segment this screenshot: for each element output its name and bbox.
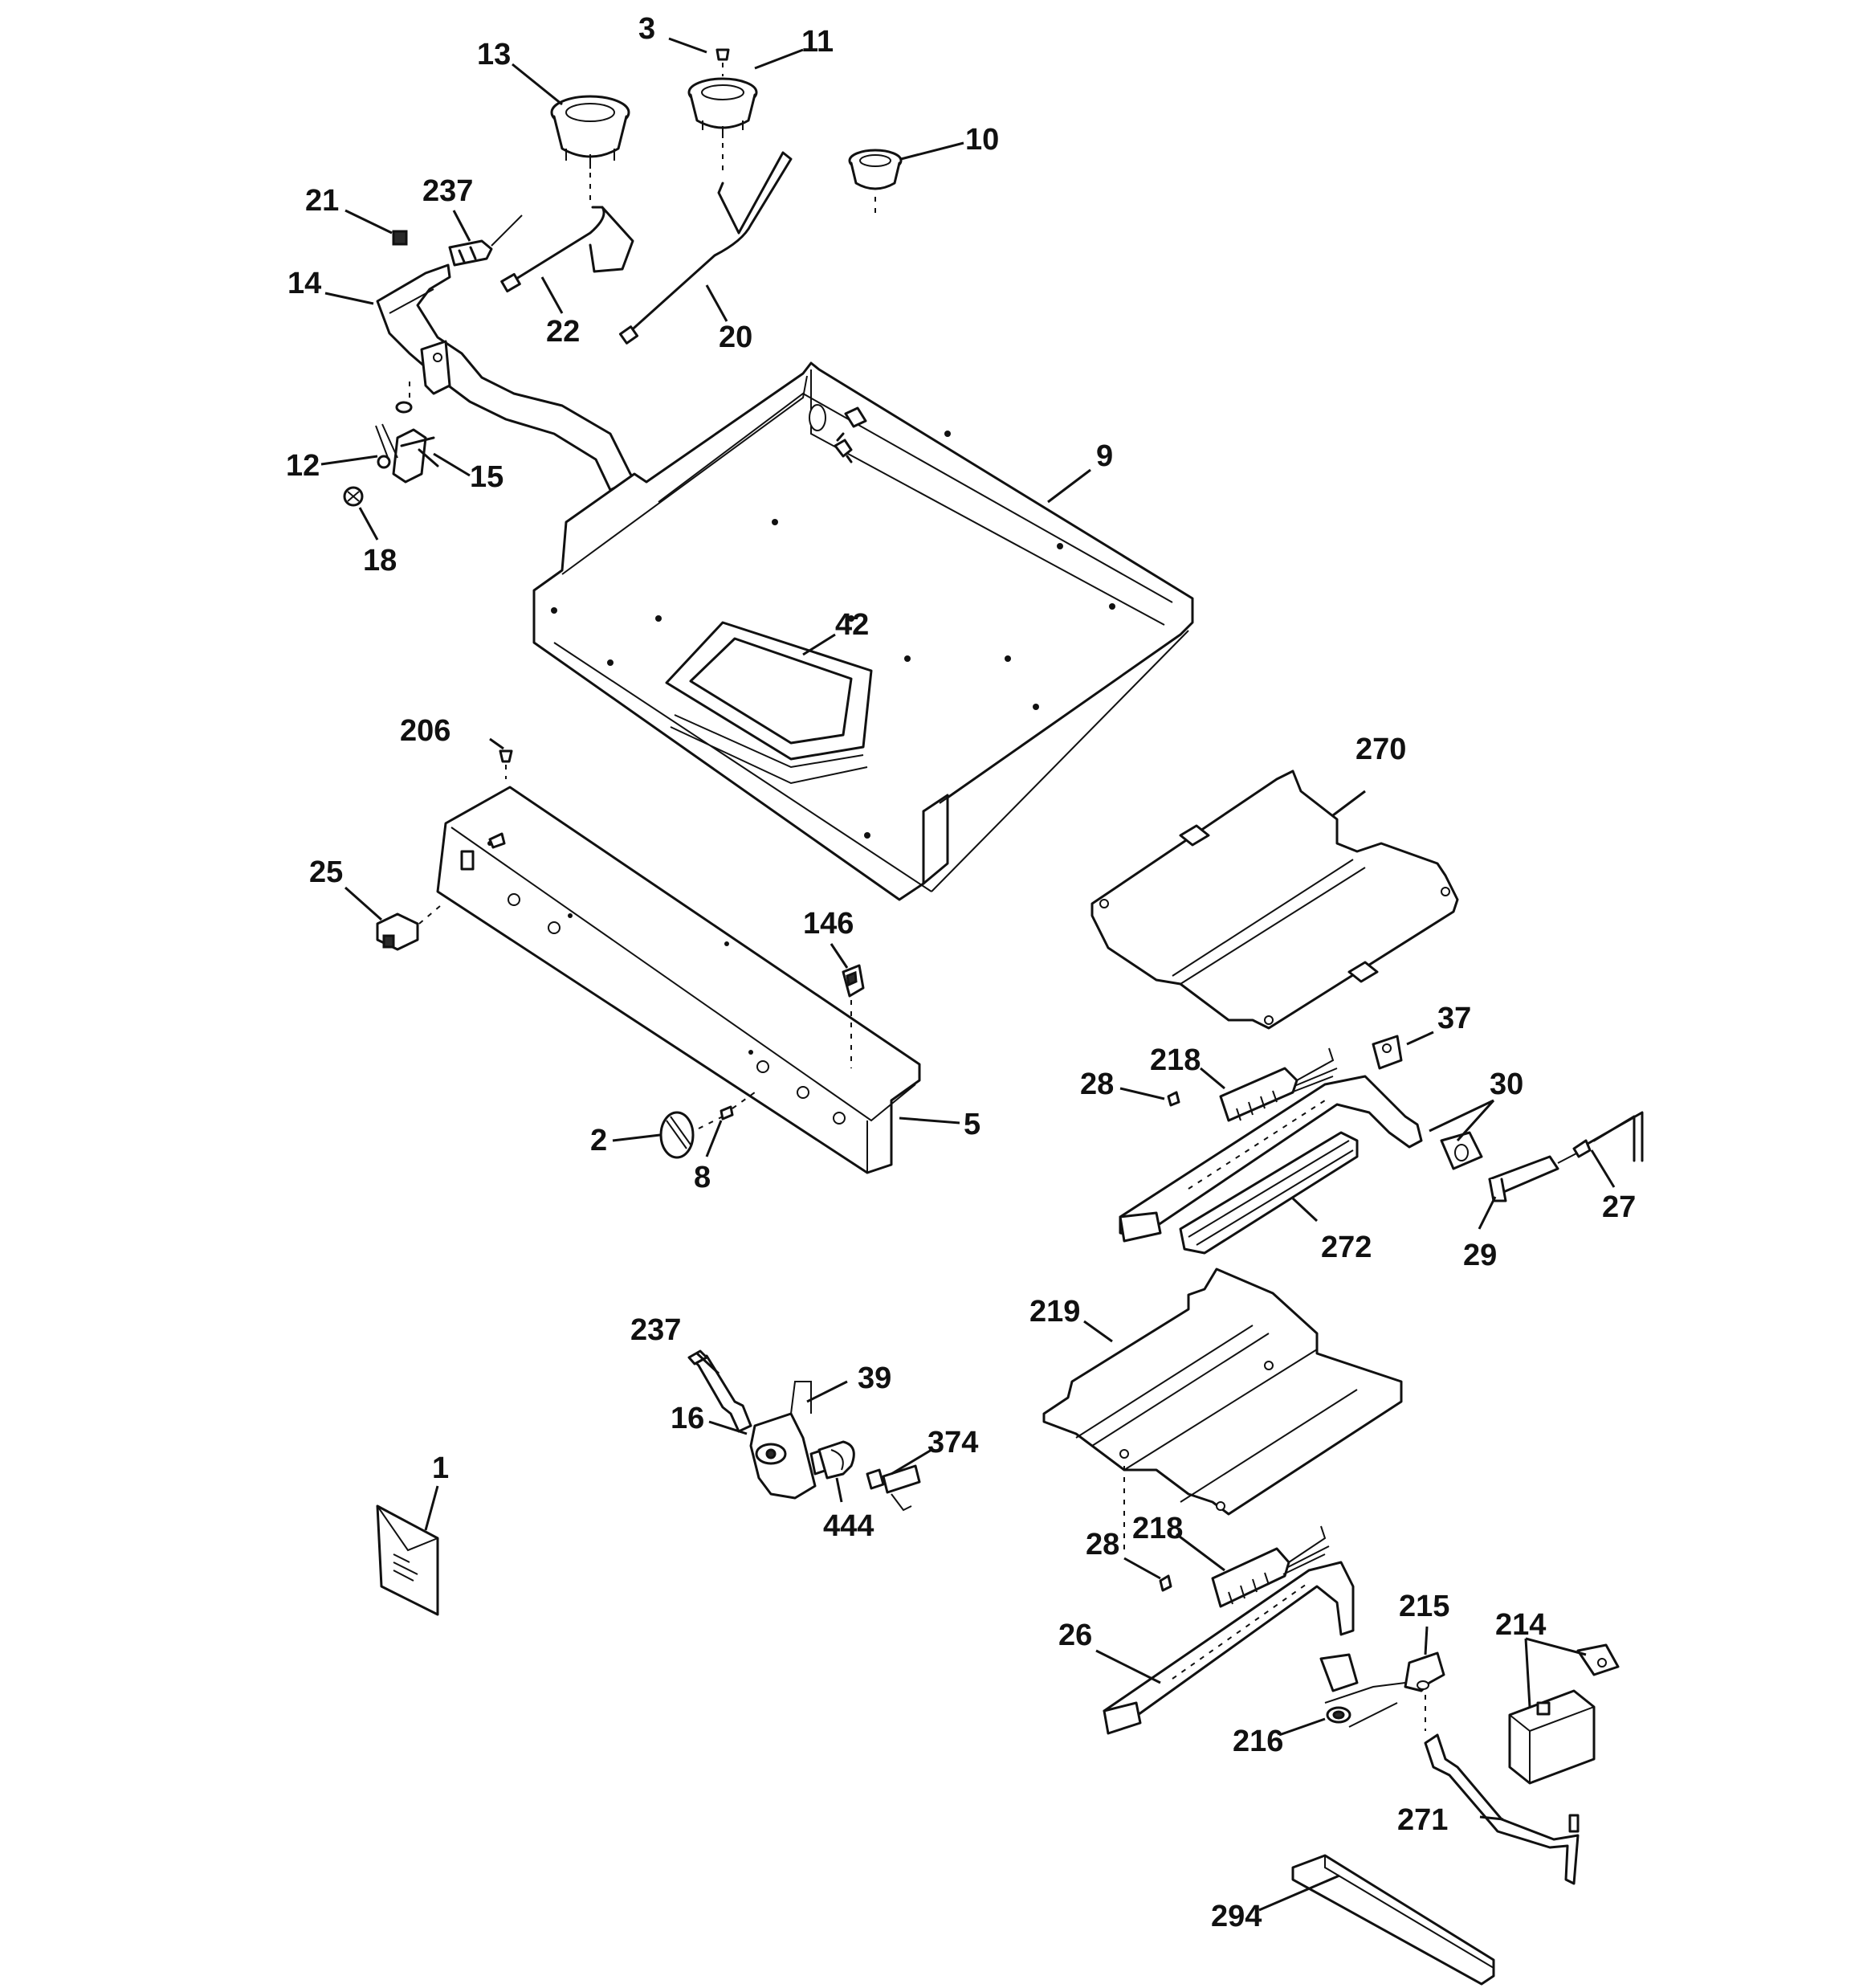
leader-lines [320, 37, 1616, 1912]
callout-218-upper: 218 [1150, 1043, 1201, 1077]
callout-20: 20 [719, 320, 752, 354]
callout-215: 215 [1399, 1590, 1449, 1623]
burner-tube-22 [500, 206, 634, 293]
callout-11: 11 [801, 25, 834, 59]
bracket-216 [1319, 1653, 1359, 1724]
callout-18: 18 [363, 544, 397, 578]
callout-146: 146 [803, 907, 854, 941]
knob-2 [659, 1111, 724, 1159]
callout-39: 39 [858, 1361, 891, 1395]
callout-214: 214 [1495, 1608, 1546, 1642]
owners-manual-1 [376, 1504, 439, 1616]
callout-216: 216 [1233, 1725, 1283, 1758]
screw-28-upper [1167, 1091, 1180, 1107]
burner-head-13 [550, 95, 630, 201]
flame-spreader-272 [1179, 1131, 1359, 1255]
callout-374: 374 [927, 1426, 978, 1459]
regulator-39 [749, 1381, 841, 1500]
callout-28-lower: 28 [1086, 1528, 1119, 1561]
callout-26: 26 [1058, 1619, 1092, 1652]
callout-5: 5 [964, 1108, 980, 1141]
callout-42: 42 [835, 608, 869, 642]
callout-15: 15 [470, 460, 503, 494]
fitting-374 [866, 1464, 921, 1512]
callout-25: 25 [309, 855, 343, 889]
screw-28-lower [1159, 1574, 1172, 1592]
clip-146 [842, 964, 865, 1068]
callout-206: 206 [400, 714, 450, 748]
callout-16: 16 [671, 1402, 704, 1435]
callout-8: 8 [694, 1161, 711, 1194]
safety-valve-214 [1508, 1643, 1620, 1785]
callout-444: 444 [823, 1509, 874, 1543]
callout-13: 13 [477, 38, 511, 71]
elbow-444 [817, 1440, 855, 1480]
callout-22: 22 [546, 315, 580, 349]
callout-270: 270 [1355, 733, 1406, 766]
fitting-237-lower [687, 1349, 752, 1433]
callout-37: 37 [1437, 1002, 1471, 1035]
callout-29: 29 [1463, 1239, 1497, 1272]
cooktop-frame-9 [532, 361, 1194, 901]
callout-219: 219 [1029, 1295, 1080, 1329]
callout-21: 21 [305, 184, 339, 218]
callout-218-lower: 218 [1132, 1512, 1183, 1545]
callout-3: 3 [638, 12, 655, 46]
orifice-fitting-237-top [448, 214, 523, 267]
callout-27: 27 [1602, 1190, 1636, 1224]
callout-237-top: 237 [422, 174, 473, 208]
bracket-215 [1324, 1651, 1445, 1731]
heat-shield-270 [1090, 769, 1459, 1030]
callout-10: 10 [965, 123, 999, 157]
callout-294: 294 [1211, 1900, 1262, 1933]
heat-shield-219 [1042, 1268, 1403, 1550]
burner-head-11 [687, 77, 758, 173]
burner-head-10 [848, 149, 903, 217]
callout-30: 30 [1490, 1067, 1523, 1101]
burner-tube-20 [618, 151, 793, 345]
callout-272: 272 [1321, 1231, 1372, 1264]
callout-9: 9 [1096, 439, 1113, 473]
broil-burner-26 [1103, 1561, 1355, 1735]
tube-27 [1572, 1111, 1644, 1162]
callout-labels: 3 11 13 10 21 237 14 22 20 9 12 15 18 42… [286, 12, 1636, 1933]
callout-237-lower: 237 [630, 1313, 681, 1347]
igniter-218-lower [1211, 1525, 1330, 1608]
igniter-218-upper [1219, 1047, 1338, 1122]
switch-25 [376, 905, 441, 951]
callout-12: 12 [286, 449, 320, 483]
oven-vent-42 [665, 621, 873, 785]
valve-12-15 [375, 401, 439, 484]
bracket-37 [1372, 1035, 1403, 1070]
broil-burner-upper [1119, 1075, 1423, 1243]
screw-8 [720, 1092, 756, 1121]
control-panel-5 [436, 786, 921, 1174]
rail-294 [1291, 1854, 1495, 1986]
orifice-29 [1488, 1152, 1579, 1202]
screw-21 [392, 230, 408, 246]
callout-271: 271 [1397, 1803, 1448, 1837]
bracket-30 [1440, 1131, 1483, 1170]
callout-14: 14 [287, 267, 321, 300]
callout-1: 1 [432, 1451, 449, 1485]
callout-28-upper: 28 [1080, 1067, 1114, 1101]
tube-271 [1424, 1733, 1580, 1885]
screw-206 [499, 749, 513, 779]
screw-3 [715, 48, 730, 76]
callout-2: 2 [590, 1124, 607, 1157]
knob-18 [343, 486, 364, 507]
